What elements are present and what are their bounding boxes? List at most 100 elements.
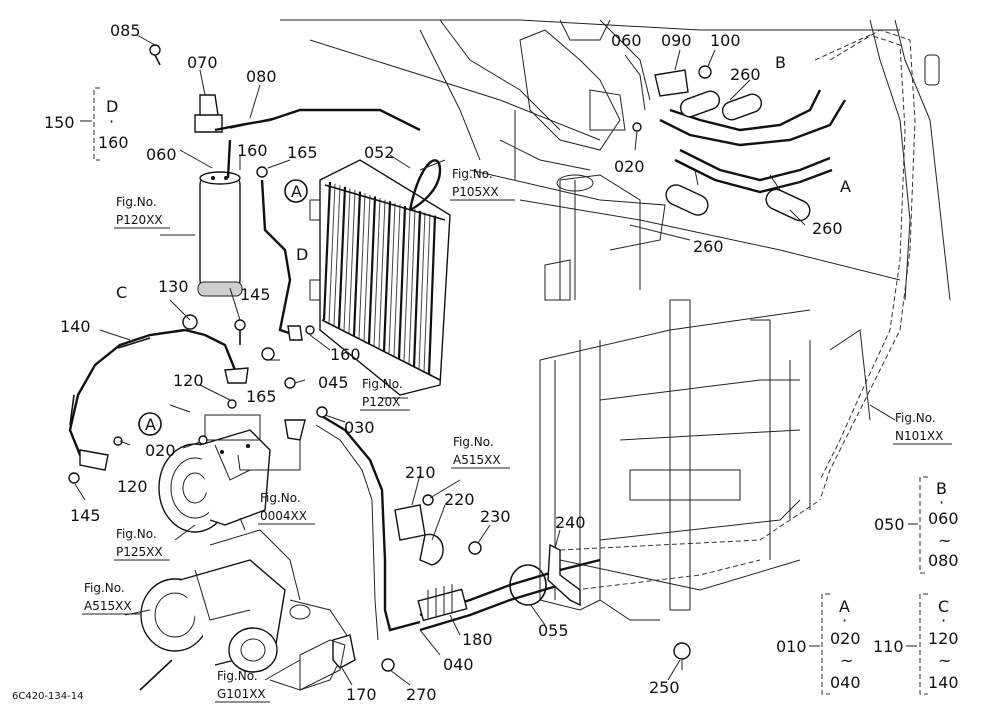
label-180: 180 bbox=[462, 630, 493, 649]
figure-references: Fig.No. P105XX Fig.No. P120XX Fig.No. P1… bbox=[82, 167, 952, 703]
label-020-top: 020 bbox=[614, 157, 645, 176]
condenser-fin bbox=[373, 197, 381, 347]
cab-frame-structure bbox=[280, 19, 951, 621]
label-260-top: 260 bbox=[730, 65, 761, 84]
fitting-030 bbox=[316, 406, 328, 418]
condenser-fin bbox=[343, 188, 351, 331]
fig-ref-g101: G101XX bbox=[217, 687, 266, 701]
condenser-fin bbox=[367, 196, 377, 344]
bolt-270 bbox=[381, 658, 395, 672]
condenser-fin bbox=[403, 207, 411, 362]
group-110-from: 120 bbox=[928, 629, 959, 648]
fig-label-0004: Fig.No. bbox=[260, 491, 301, 505]
group-010-id: 010 bbox=[776, 637, 807, 656]
label-120-upper: 120 bbox=[173, 371, 204, 390]
hose-140 bbox=[68, 328, 186, 466]
group-110: 110 C · 120 ~ 140 bbox=[873, 593, 959, 695]
letter-a-left: A bbox=[145, 415, 156, 434]
group-110-letter: C bbox=[938, 597, 949, 616]
condenser-fin bbox=[378, 199, 386, 349]
bolt-145b bbox=[68, 472, 80, 484]
group-050-id: 050 bbox=[874, 515, 905, 534]
fig-ref-p105: P105XX bbox=[452, 185, 499, 199]
condenser-fin bbox=[393, 204, 401, 357]
fitting-045 bbox=[284, 377, 296, 389]
fitting-120 bbox=[224, 367, 249, 384]
bracket-090 bbox=[654, 69, 689, 97]
label-165-lower: 165 bbox=[246, 387, 277, 406]
label-165-top: 165 bbox=[287, 143, 318, 162]
condenser-fin bbox=[333, 185, 341, 326]
bolt-165a bbox=[256, 166, 268, 178]
condenser-fin bbox=[382, 201, 392, 352]
hose-140-sleeve bbox=[117, 337, 151, 349]
group-110-dot: · bbox=[941, 611, 946, 630]
fig-label-a515-left: Fig.No. bbox=[84, 581, 125, 595]
label-220: 220 bbox=[444, 490, 475, 509]
label-060-left: 060 bbox=[146, 145, 177, 164]
condenser-fin bbox=[337, 186, 347, 328]
fig-label-n101: Fig.No. bbox=[895, 411, 936, 425]
fig-ref-p120x: P120X bbox=[362, 395, 400, 409]
label-210: 210 bbox=[405, 463, 436, 482]
bolt-230 bbox=[468, 541, 482, 555]
fig-ref-a515-right: A515XX bbox=[453, 453, 501, 467]
group-010-to: 040 bbox=[830, 673, 861, 692]
group-110-to: 140 bbox=[928, 673, 959, 692]
condenser-fin bbox=[363, 194, 371, 341]
label-250: 250 bbox=[649, 678, 680, 697]
fitting-pipe-top bbox=[284, 419, 306, 441]
group-050-to: 080 bbox=[928, 551, 959, 570]
label-230: 230 bbox=[480, 507, 511, 526]
pipe-160 bbox=[226, 139, 232, 179]
label-170: 170 bbox=[346, 685, 377, 704]
fig-label-p105: Fig.No. bbox=[452, 167, 493, 181]
condenser-fin bbox=[322, 181, 332, 321]
label-260-mid: 260 bbox=[693, 237, 724, 256]
sleeve-260-c bbox=[665, 184, 709, 216]
label-240: 240 bbox=[555, 513, 586, 532]
label-020-left: 020 bbox=[145, 441, 176, 460]
label-160-lower: 160 bbox=[330, 345, 361, 364]
fitting-d-end bbox=[287, 325, 303, 341]
bolt-165b bbox=[261, 347, 275, 361]
condenser-fin bbox=[352, 191, 362, 336]
label-090: 090 bbox=[661, 31, 692, 50]
condenser-fin bbox=[423, 213, 431, 373]
letter-b: B bbox=[775, 53, 786, 72]
label-100: 100 bbox=[710, 31, 741, 50]
washer-020 bbox=[632, 122, 642, 132]
pipe-bracket-line bbox=[237, 440, 301, 471]
fitting-145a bbox=[234, 319, 246, 331]
group-150-dot: · bbox=[109, 112, 114, 131]
oring-160 bbox=[305, 325, 315, 335]
group-150-id: 150 bbox=[44, 113, 75, 132]
oring-120b bbox=[113, 436, 123, 446]
condenser-fin bbox=[397, 205, 407, 360]
group-150-from: 160 bbox=[98, 133, 129, 152]
letter-a-right: A bbox=[840, 177, 851, 196]
pipe-inner bbox=[315, 424, 379, 641]
oring-120a bbox=[227, 399, 237, 409]
label-145-upper: 145 bbox=[240, 285, 271, 304]
pipe-030-040 bbox=[319, 413, 421, 632]
label-045: 045 bbox=[318, 373, 349, 392]
alternator bbox=[139, 529, 351, 691]
condenser bbox=[309, 159, 451, 396]
fitting-180 bbox=[417, 584, 468, 622]
group-110-tilde: ~ bbox=[938, 651, 951, 670]
compressor bbox=[158, 414, 271, 533]
group-010-tilde: ~ bbox=[840, 651, 853, 670]
oring-020 bbox=[198, 435, 208, 445]
condenser-fin bbox=[328, 183, 336, 323]
leader-lines bbox=[74, 34, 896, 686]
pressure-switch bbox=[149, 44, 223, 133]
fitting-hose-end bbox=[79, 449, 109, 471]
group-050-tilde: ~ bbox=[938, 531, 951, 550]
label-052: 052 bbox=[364, 143, 395, 162]
letter-d: D bbox=[296, 245, 308, 264]
condenser-fin bbox=[412, 210, 422, 367]
hose-a-lower bbox=[679, 148, 831, 182]
condenser-fin bbox=[408, 209, 416, 365]
